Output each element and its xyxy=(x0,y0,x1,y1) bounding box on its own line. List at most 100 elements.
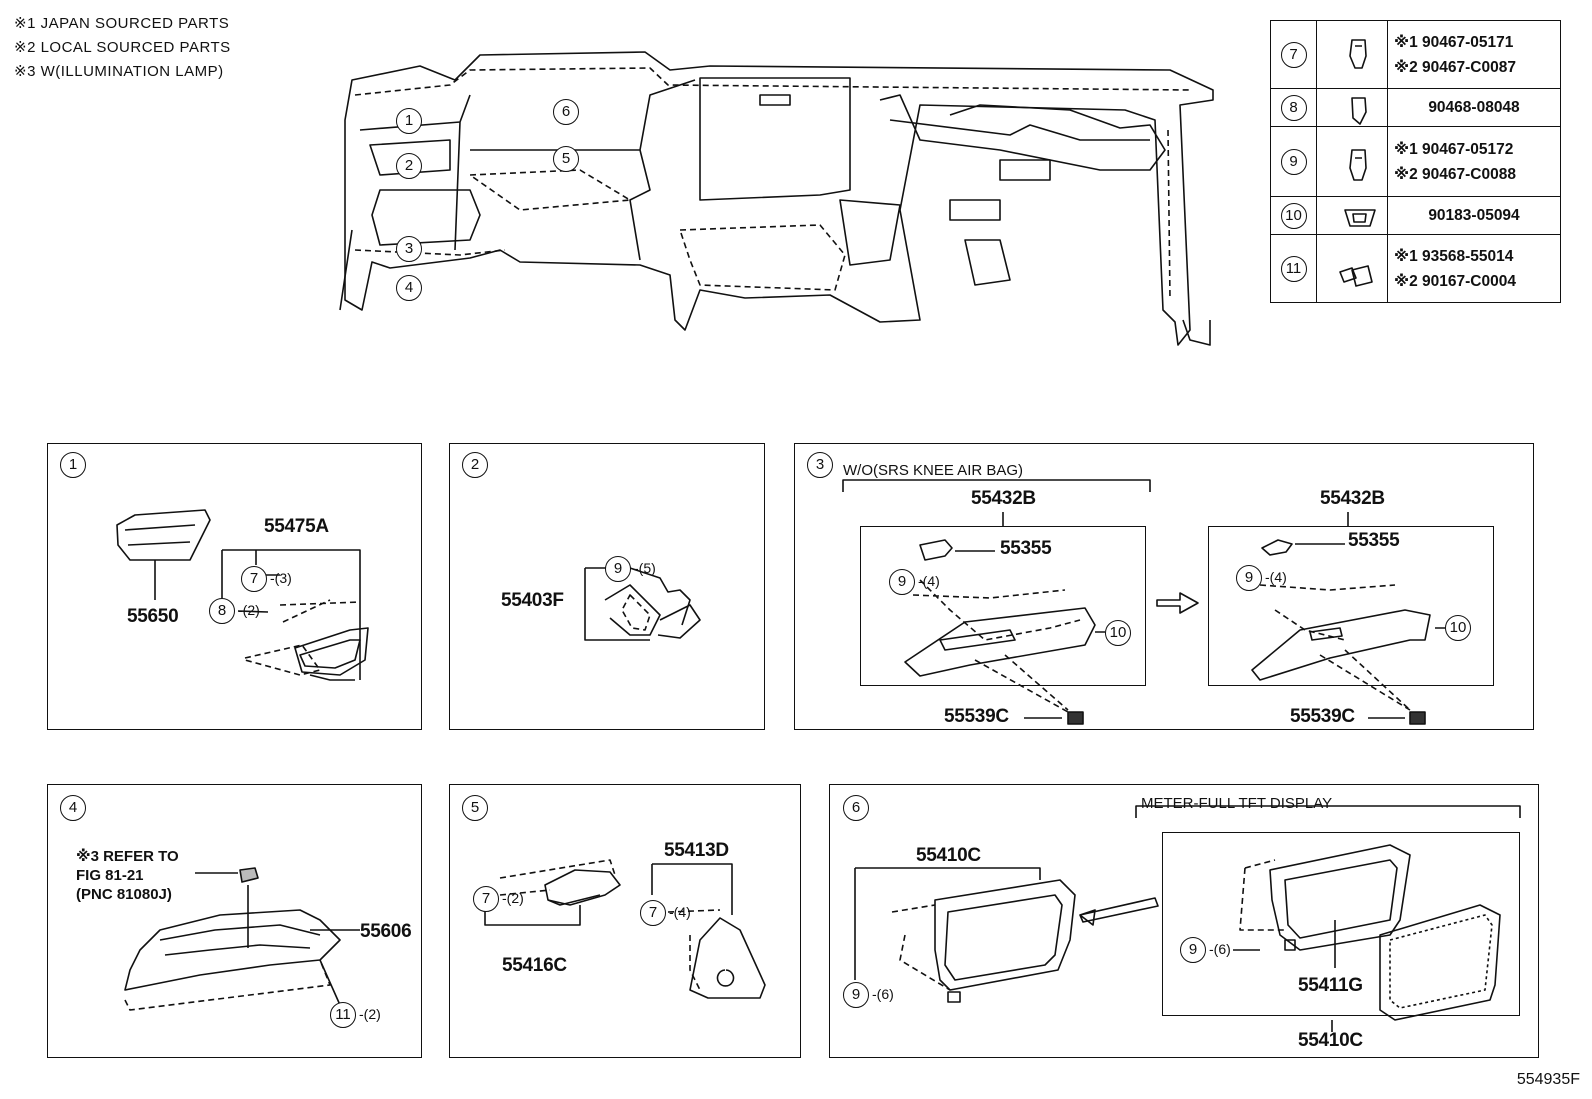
ref-number: 7 xyxy=(1280,41,1307,68)
part-label[interactable]: 55413D xyxy=(664,840,729,861)
ref-number: 9 xyxy=(1280,148,1307,175)
part-label[interactable]: 55539C xyxy=(944,706,1009,727)
note-2: ※2 LOCAL SOURCED PARTS xyxy=(14,39,231,56)
part-label[interactable]: 55432B xyxy=(1320,488,1385,509)
qty-label: -(6) xyxy=(872,986,894,1002)
panel-1-number: 1 xyxy=(60,452,86,478)
part-label[interactable]: 55475A xyxy=(264,516,329,537)
part-label[interactable]: 55539C xyxy=(1290,706,1355,727)
overview-callout-3[interactable]: 3 xyxy=(396,236,422,262)
part-label[interactable]: 55410C xyxy=(1298,1030,1363,1051)
parts-row: 7 ※1 90467-05171 ※2 90467-C0087 xyxy=(1270,20,1561,89)
part-label[interactable]: 55416C xyxy=(502,955,567,976)
part-label[interactable]: 55411G xyxy=(1298,975,1363,996)
panel-2-number: 2 xyxy=(462,452,488,478)
figure-code: 554935F xyxy=(1516,1071,1580,1088)
qty-label: -(2) xyxy=(238,602,260,618)
parts-row: 10 90183-05094 xyxy=(1270,196,1561,235)
refer-line: ※3 REFER TO xyxy=(76,848,179,865)
overview-callout-2[interactable]: 2 xyxy=(396,153,422,179)
ref-number: 8 xyxy=(1280,94,1307,121)
qty-label: -(4) xyxy=(669,904,691,920)
callout-clip[interactable]: 9 xyxy=(1180,937,1206,963)
part-number: ※2 90467-C0088 xyxy=(1394,165,1516,183)
part-number: ※1 93568-55014 xyxy=(1394,247,1514,265)
overview-callout-6[interactable]: 6 xyxy=(553,99,579,125)
callout-nut[interactable]: 10 xyxy=(1445,615,1471,641)
ref-number: 11 xyxy=(1280,255,1307,282)
note-1: ※1 JAPAN SOURCED PARTS xyxy=(14,15,230,32)
qty-label: -(2) xyxy=(502,890,524,906)
callout-clip[interactable]: 9 xyxy=(889,569,915,595)
parts-table: 7 ※1 90467-05171 ※2 90467-C0087 8 90468-0… xyxy=(1270,20,1561,303)
sub-assembly-box xyxy=(860,526,1146,686)
part-number: ※1 90467-05171 xyxy=(1394,33,1514,51)
qty-label: -(4) xyxy=(1265,569,1287,585)
panel-5-number: 5 xyxy=(462,795,488,821)
notes: ※1 JAPAN SOURCED PARTS ※2 LOCAL SOURCED … xyxy=(14,12,231,84)
overview-callout-4[interactable]: 4 xyxy=(396,275,422,301)
condition-label: W/O(SRS KNEE AIR BAG) xyxy=(843,462,1024,479)
sub-assembly-box xyxy=(1208,526,1494,686)
panel-3 xyxy=(794,443,1534,730)
panel-3-number: 3 xyxy=(807,452,833,478)
callout-clip[interactable]: 9 xyxy=(1236,565,1262,591)
panel-6-drawing xyxy=(854,805,1521,1032)
callout-clip[interactable]: 7 xyxy=(241,566,267,592)
part-number: 90468-08048 xyxy=(1428,99,1520,116)
overview-callout-5[interactable]: 5 xyxy=(553,146,579,172)
screw-icon xyxy=(1316,234,1388,303)
part-label[interactable]: 55355 xyxy=(1000,538,1052,559)
parts-row: 8 90468-08048 xyxy=(1270,88,1561,127)
condition-label: METER-FULL TFT DISPLAY xyxy=(1141,795,1333,812)
parts-row: 9 ※1 90467-05172 ※2 90467-C0088 xyxy=(1270,126,1561,197)
refer-line: FIG 81-21 xyxy=(76,867,144,884)
callout-clip[interactable]: 9 xyxy=(605,556,631,582)
refer-line: (PNC 81080J) xyxy=(76,886,172,903)
parts-row: 11 ※1 93568-55014 ※2 90167-C0004 xyxy=(1270,234,1561,303)
callout-clip[interactable]: 8 xyxy=(209,598,235,624)
note-3: ※3 W(ILLUMINATION LAMP) xyxy=(14,63,224,80)
part-label[interactable]: 55432B xyxy=(971,488,1036,509)
nut-icon xyxy=(1316,196,1388,235)
part-label[interactable]: 55410C xyxy=(916,845,981,866)
part-label[interactable]: 55355 xyxy=(1348,530,1400,551)
panel-2 xyxy=(449,443,765,730)
panel-6 xyxy=(829,784,1539,1058)
ref-number: 10 xyxy=(1280,202,1307,229)
callout-screw[interactable]: 11 xyxy=(330,1002,356,1028)
sub-assembly-box xyxy=(1162,832,1520,1016)
clip-icon xyxy=(1316,126,1388,197)
overview-callout-1[interactable]: 1 xyxy=(396,108,422,134)
panel-5 xyxy=(449,784,801,1058)
panel-4-number: 4 xyxy=(60,795,86,821)
qty-label: -(2) xyxy=(359,1006,381,1022)
refer-note: ※3 REFER TO FIG 81-21 (PNC 81080J) xyxy=(76,847,179,904)
part-number: ※2 90467-C0087 xyxy=(1394,58,1516,76)
part-label[interactable]: 55650 xyxy=(127,606,179,627)
part-number: ※2 90167-C0004 xyxy=(1394,272,1516,290)
clip-icon xyxy=(1316,20,1388,89)
part-number: 90183-05094 xyxy=(1428,207,1520,224)
qty-label: -(4) xyxy=(918,573,940,589)
panel-1-drawing xyxy=(116,509,369,681)
callout-clip[interactable]: 7 xyxy=(640,900,666,926)
panel-4-drawing xyxy=(124,867,360,1011)
qty-label: -(3) xyxy=(270,570,292,586)
qty-label: -(5) xyxy=(634,560,656,576)
callout-clip[interactable]: 7 xyxy=(473,886,499,912)
panel-5-drawing xyxy=(484,859,766,999)
dashboard-overview-drawing xyxy=(339,51,1214,346)
panel-1 xyxy=(47,443,422,730)
panel-6-number: 6 xyxy=(843,795,869,821)
panel-3-drawing xyxy=(842,479,1445,725)
clip-icon xyxy=(1316,88,1388,127)
panel-2-drawing xyxy=(584,567,701,641)
part-label[interactable]: 55606 xyxy=(360,921,412,942)
part-number: ※1 90467-05172 xyxy=(1394,140,1514,158)
callout-nut[interactable]: 10 xyxy=(1105,620,1131,646)
part-label[interactable]: 55403F xyxy=(501,590,564,611)
callout-clip[interactable]: 9 xyxy=(843,982,869,1008)
panel-4 xyxy=(47,784,422,1058)
